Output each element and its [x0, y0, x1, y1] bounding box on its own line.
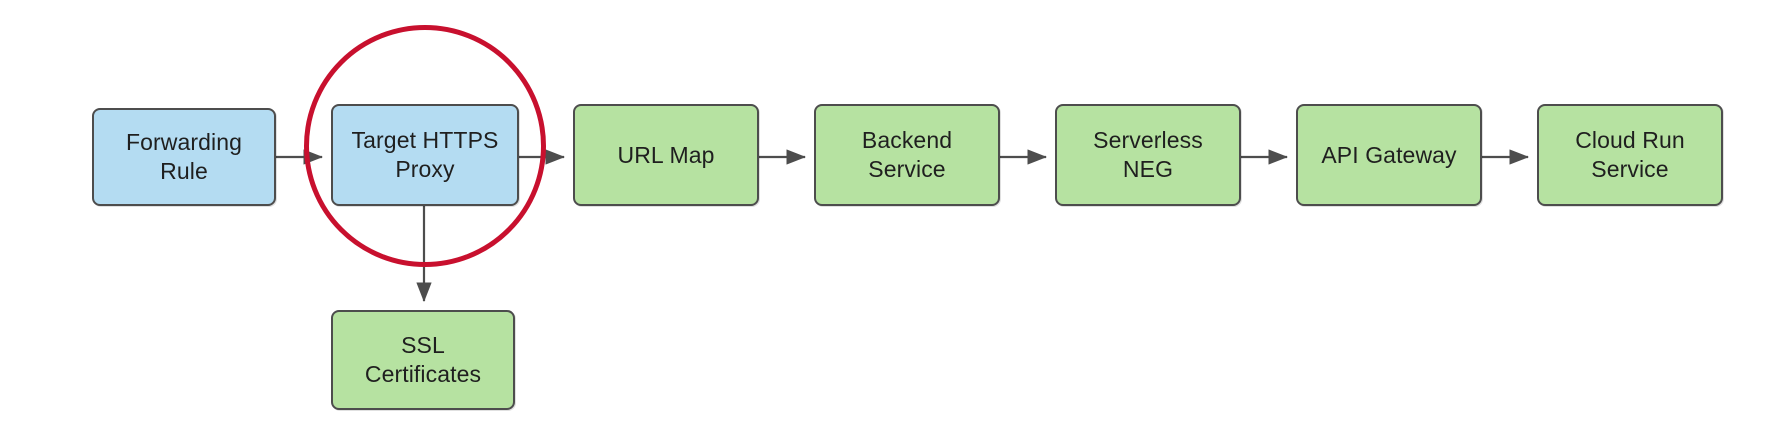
- node-backend-service[interactable]: Backend Service: [814, 104, 1000, 206]
- node-forwarding-rule[interactable]: Forwarding Rule: [92, 108, 276, 206]
- node-cloud-run-service[interactable]: Cloud Run Service: [1537, 104, 1723, 206]
- node-label-target-https-proxy: Target HTTPS Proxy: [351, 127, 499, 182]
- node-serverless-neg[interactable]: Serverless NEG: [1055, 104, 1241, 206]
- node-label-forwarding-rule: Forwarding Rule: [125, 129, 243, 184]
- node-label-cloud-run-service: Cloud Run Service: [1575, 127, 1685, 182]
- node-target-https-proxy[interactable]: Target HTTPS Proxy: [331, 104, 519, 206]
- node-label-backend-service: Backend Service: [861, 127, 953, 182]
- node-label-url-map: URL Map: [617, 141, 715, 168]
- node-label-serverless-neg: Serverless NEG: [1093, 127, 1203, 182]
- node-url-map[interactable]: URL Map: [573, 104, 759, 206]
- node-label-api-gateway: API Gateway: [1321, 141, 1457, 168]
- node-label-ssl-certificates: SSL Certificates: [364, 332, 482, 387]
- node-ssl-certificates[interactable]: SSL Certificates: [331, 310, 515, 410]
- node-api-gateway[interactable]: API Gateway: [1296, 104, 1482, 206]
